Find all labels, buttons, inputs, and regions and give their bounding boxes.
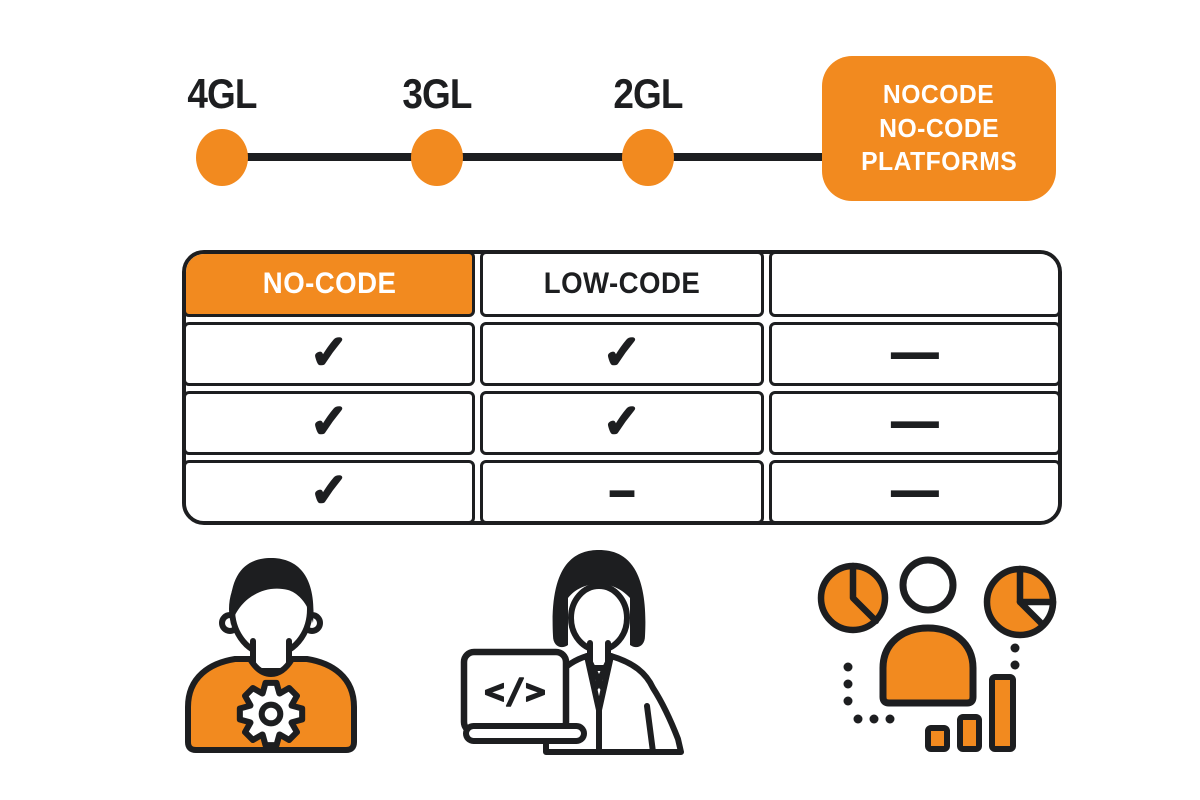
badge-line: PLATFORMS [860, 146, 1018, 177]
pie-left-slice-lines [849, 562, 880, 625]
woman-face [568, 583, 630, 653]
timeline-label-2gl: 2GL [613, 70, 683, 117]
user-body [879, 624, 977, 707]
table-header-blank [768, 254, 1058, 317]
table-cell-r2c1: ✓ [186, 391, 476, 455]
table-cell-r2c3: — [768, 391, 1058, 455]
comparison-table: NO-CODE LOW-CODE ✓ ✓ — ✓ ✓ — ✓ – — [182, 250, 1062, 525]
blazer-lapels [584, 653, 614, 755]
code-icon: </> [484, 672, 545, 712]
comparison-table-grid: NO-CODE LOW-CODE ✓ ✓ — ✓ ✓ — ✓ – — [186, 254, 1058, 521]
table-cell-r3c2: – [480, 460, 764, 521]
timeline-label-4gl: 4GL [187, 70, 257, 117]
user-head [899, 556, 957, 614]
table-cell-r2c2: ✓ [480, 391, 764, 455]
man-hair [230, 558, 314, 625]
table-cell-r1c2: ✓ [480, 322, 764, 386]
gear-icon [236, 679, 306, 749]
user-analytics-illustration [817, 556, 1057, 752]
woman-hair [552, 550, 646, 648]
bar-chart-icon [925, 674, 1016, 752]
badge-line: NOCODE [883, 78, 995, 109]
table-cell-r1c1: ✓ [186, 322, 476, 386]
badge-line: NO-CODE [879, 112, 999, 143]
pie-right-missing-wedge [1016, 598, 1057, 629]
laptop-base [463, 723, 587, 744]
table-cell-r3c3: — [768, 460, 1058, 521]
timeline-dot-3gl [411, 129, 463, 186]
timeline-dot-2gl [622, 129, 674, 186]
table-header-low-code: LOW-CODE [480, 254, 764, 317]
blazer-sleeve-line [644, 703, 656, 755]
developer-woman-illustration: </> [460, 550, 684, 755]
table-header-label: NO-CODE [262, 267, 396, 300]
citizen-developer-illustration [185, 558, 357, 753]
nocode-platforms-badge: NOCODE NO-CODE PLATFORMS [822, 56, 1056, 201]
table-header-no-code: NO-CODE [186, 254, 476, 317]
dotted-trails [843, 643, 1020, 724]
timeline-connector-line [222, 153, 828, 161]
timeline-label-3gl: 3GL [402, 70, 472, 117]
table-cell-r3c1: ✓ [186, 460, 476, 521]
table-cell-r1c3: — [768, 322, 1058, 386]
table-header-label: LOW-CODE [543, 267, 701, 300]
timeline-dot-4gl [196, 129, 248, 186]
